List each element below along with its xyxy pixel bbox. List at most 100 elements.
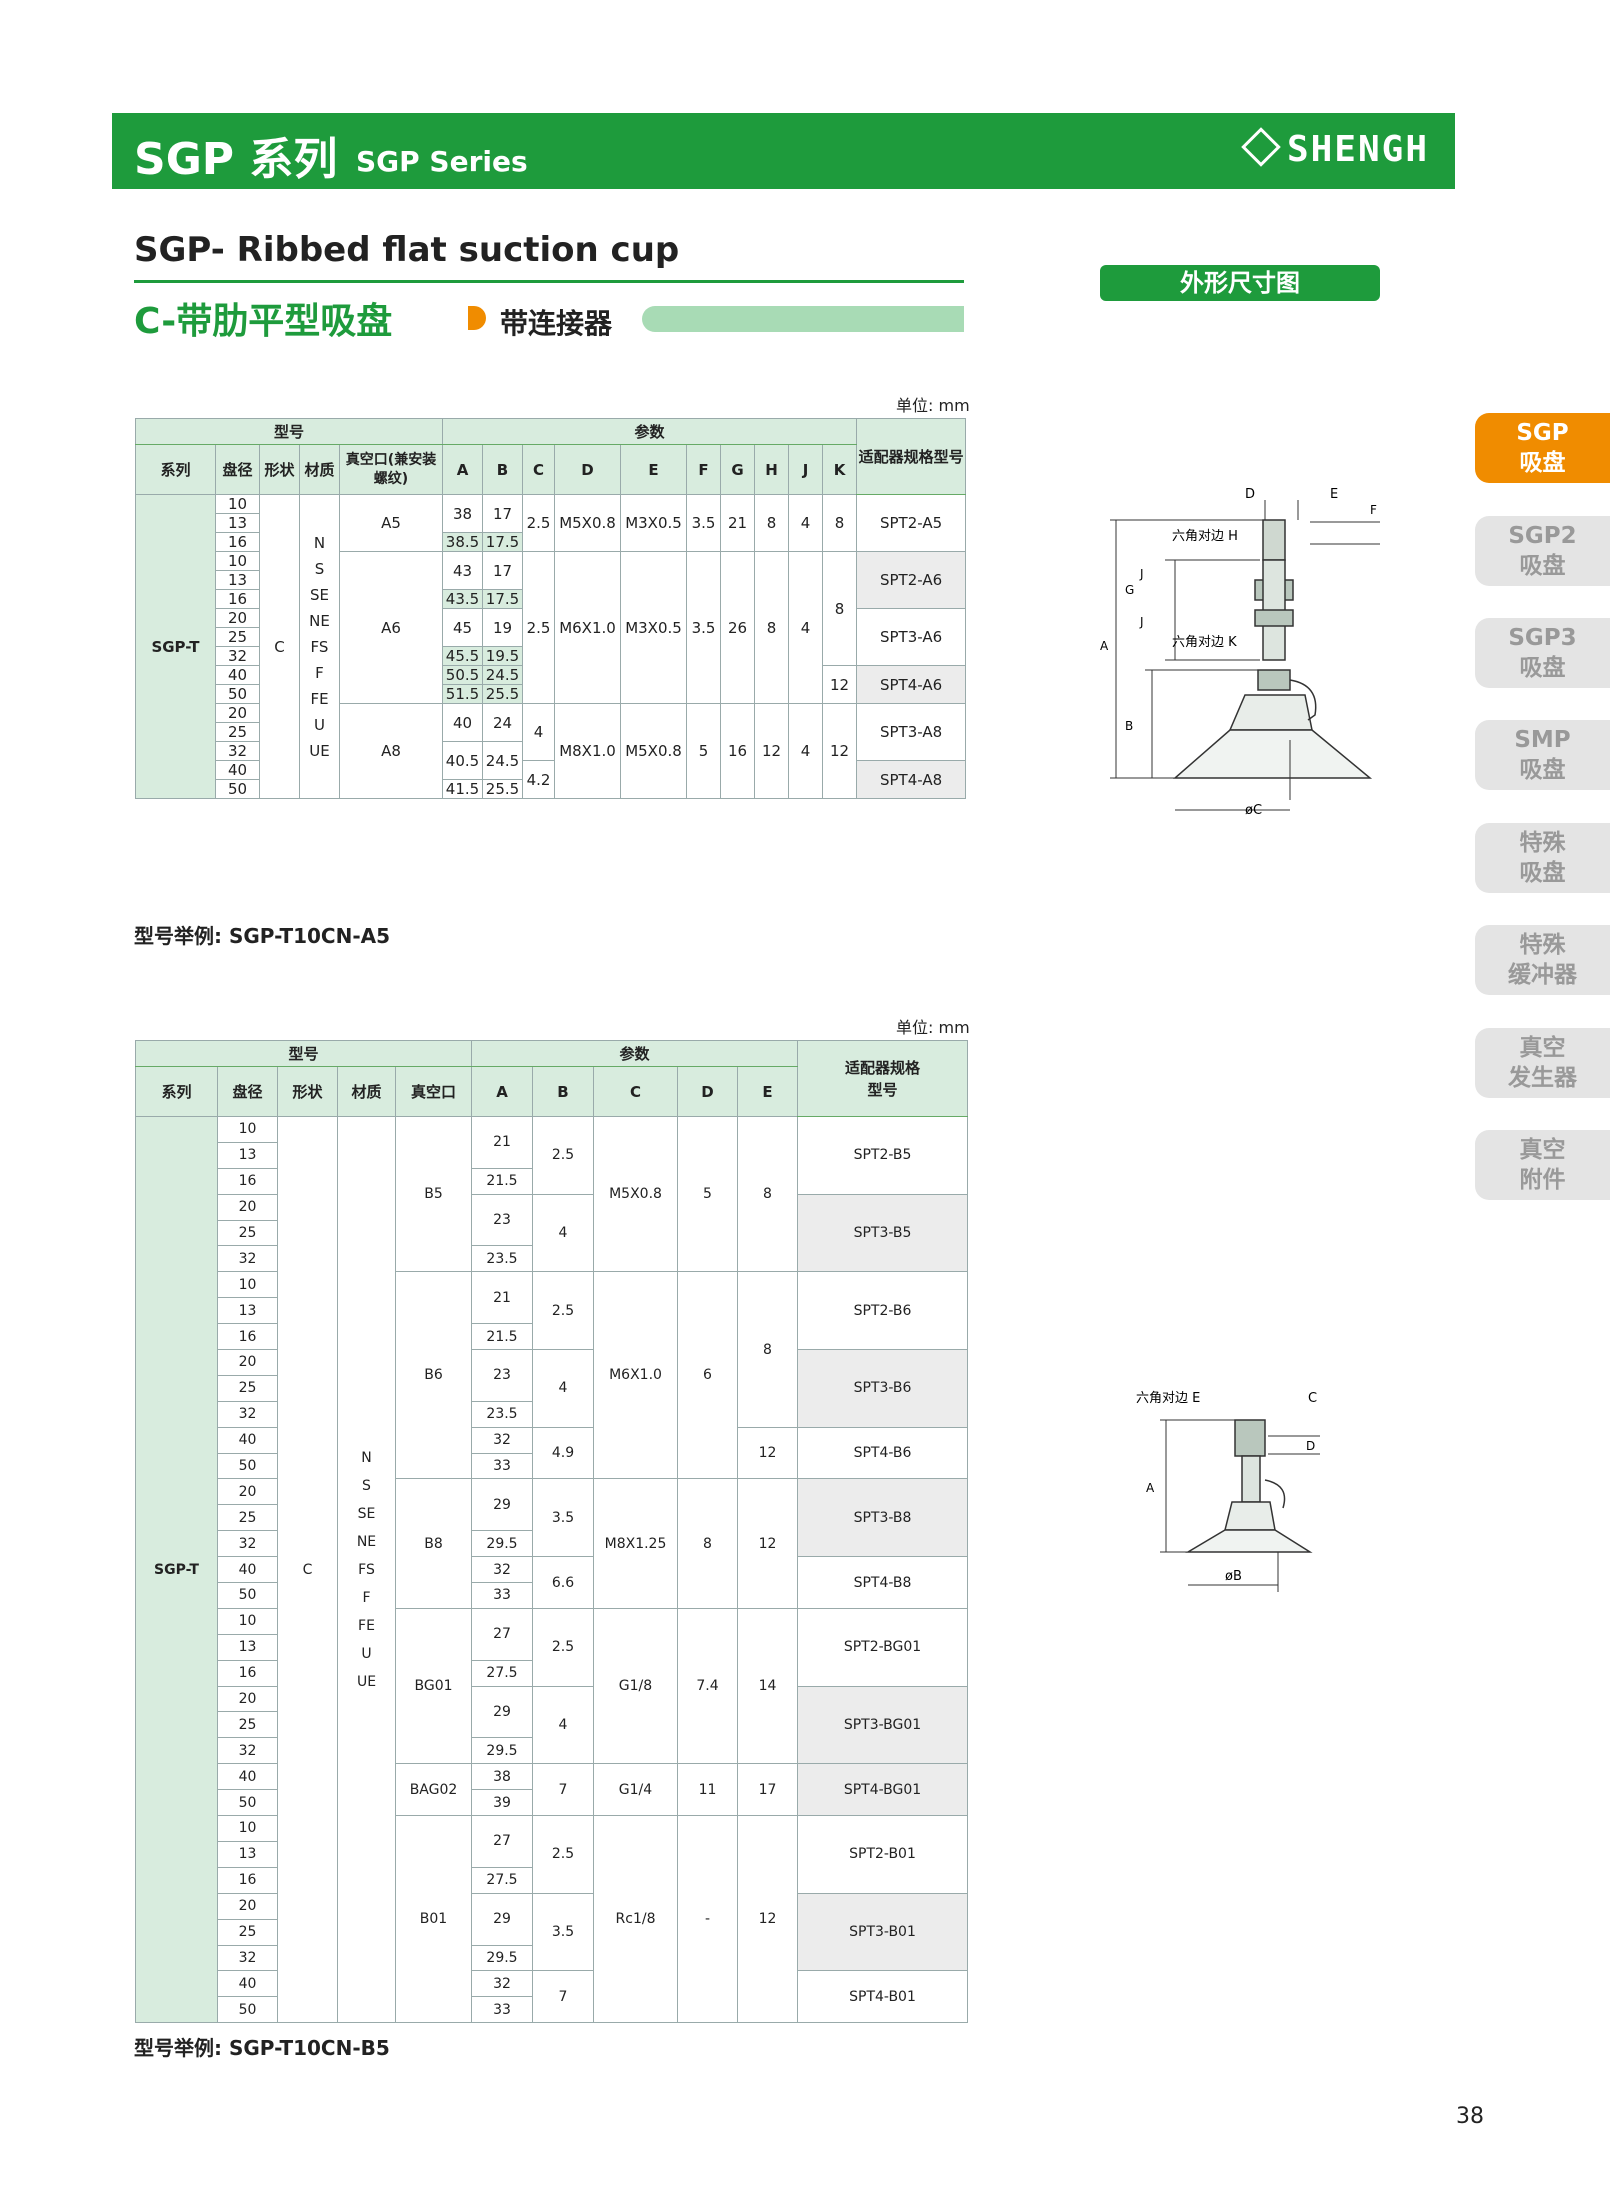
col-port: 真空口(兼安装螺纹) (339, 444, 443, 495)
b-cell: 25.5 (482, 779, 523, 799)
side-tab-line2: 吸盘 (1519, 553, 1566, 579)
table-row: 32 29.5 (136, 1944, 968, 1972)
col-material-b: 材质 (337, 1066, 396, 1117)
side-tab-5[interactable]: 特殊缓冲器 (1475, 925, 1610, 995)
c-cell: Rc1/8 (593, 1815, 678, 2024)
group-header-adapter: 适配器规格型号 (856, 418, 967, 495)
port-cell: A5 (339, 494, 443, 552)
a-cell: 45.5 (442, 646, 483, 666)
side-tab-line1: 特殊 (1519, 830, 1566, 856)
adapter-cell: SPT3-B8 (797, 1478, 968, 1558)
a-cell: 32 (471, 1970, 533, 1998)
diameter-cell: 20 (217, 1892, 278, 1920)
side-tab-line2: 发生器 (1508, 1065, 1577, 1091)
param-cell: M6X1.0 (554, 551, 621, 704)
shape-cell: C (259, 494, 300, 799)
b-cell: 4 (532, 1349, 594, 1428)
group-header-model: 型号 (135, 418, 443, 445)
b-cell: 17 (482, 551, 523, 590)
a-cell: 38 (471, 1763, 533, 1791)
unit-label-b: 单位: mm (896, 1018, 970, 1037)
rib-contour (1289, 679, 1317, 721)
a-cell: 29.5 (471, 1944, 533, 1972)
side-tab-line1: 真空 (1519, 1137, 1566, 1163)
dimension-drawing-badge: 外形尺寸图 (1100, 265, 1380, 301)
b-cell: 2.5 (532, 1116, 594, 1195)
adapter-cell: SPT2-B6 (797, 1271, 968, 1351)
diameter-cell: 32 (217, 1737, 278, 1765)
diameter-cell: 16 (217, 1659, 278, 1687)
diameter-cell: 40 (217, 1556, 278, 1584)
material-cell: N S SE NE FS F FE U UE (299, 494, 340, 799)
drawing1-label-j1: J (1139, 567, 1144, 581)
header-banner: SGP 系列 SGP Series SHENGH (112, 113, 1455, 189)
model-example-b: 型号举例: SGP-T10CN-B5 (134, 2036, 390, 2060)
diameter-cell: 10 (217, 1116, 278, 1143)
a-cell: 33 (471, 1452, 533, 1480)
table-row: 25 (136, 1504, 968, 1532)
table-row: 13 (136, 1297, 968, 1325)
col-shape-b: 形状 (277, 1066, 338, 1117)
a-cell: 45 (442, 608, 483, 647)
port-cell: B01 (395, 1815, 472, 2024)
diameter-cell: 32 (217, 1944, 278, 1972)
diameter-cell: 50 (217, 1582, 278, 1609)
hex-nut-k (1257, 669, 1291, 691)
b-cell: 7 (532, 1970, 594, 2024)
param-cell: M5X0.8 (620, 703, 687, 799)
series-title-cn: SGP 系列 (134, 134, 338, 185)
side-tab-line2: 附件 (1519, 1167, 1566, 1193)
param-cell: 4 (788, 551, 823, 704)
side-tab-6[interactable]: 真空发生器 (1475, 1028, 1610, 1098)
brand-logo: SHENGH (1241, 127, 1429, 170)
table-row: 16 21.5 (136, 1323, 968, 1351)
diameter-cell: 32 (217, 1530, 278, 1558)
spec-table-b: 型号 参数 适配器规格型号 系列 盘径 形状 材质 真空口 A B C D E … (135, 1040, 968, 2024)
param-cell: 2.5 (522, 551, 555, 704)
table-row: 13 (136, 1633, 968, 1661)
side-tab-7[interactable]: 真空附件 (1475, 1130, 1610, 1200)
param-cell: 4 (788, 703, 823, 799)
e-cell: 12 (737, 1815, 798, 2024)
a-cell: 38 (442, 494, 483, 533)
b-cell: 6.6 (532, 1556, 594, 1609)
product-title-cn: C-带肋平型吸盘 (134, 301, 393, 342)
param-cell: 4 (788, 494, 823, 552)
b-cell: 25.5 (482, 684, 523, 704)
lock-nut (1254, 609, 1294, 627)
adapter-cell: SPT3-A6 (856, 608, 967, 666)
side-tab-line2: 吸盘 (1519, 757, 1566, 783)
a-cell: 29 (471, 1478, 533, 1532)
b-cell: 3.5 (532, 1478, 594, 1558)
adapter-cell: SPT2-B01 (797, 1815, 968, 1894)
adapter-cell: SPT4-A6 (856, 665, 967, 704)
diameter-cell: 13 (215, 570, 260, 590)
a-cell: 21.5 (471, 1323, 533, 1351)
side-tab-line2: 吸盘 (1519, 450, 1566, 476)
d-cell: 6 (677, 1271, 738, 1480)
diameter-cell: 16 (217, 1323, 278, 1351)
side-tab-4[interactable]: 特殊吸盘 (1475, 823, 1610, 893)
port-cell: BAG02 (395, 1763, 472, 1817)
shape-cell: C (277, 1115, 338, 2024)
col-b-b: B (532, 1066, 594, 1117)
group-header-params: 参数 (441, 418, 858, 445)
param-cell: 3.5 (686, 551, 721, 704)
b-cell: 7 (532, 1763, 594, 1817)
drawing1-label-j2: J (1139, 615, 1144, 629)
b-cell: 2.5 (532, 1271, 594, 1351)
drawing1-label-d: D (1245, 487, 1255, 502)
drawing1-label-f: F (1370, 503, 1377, 517)
